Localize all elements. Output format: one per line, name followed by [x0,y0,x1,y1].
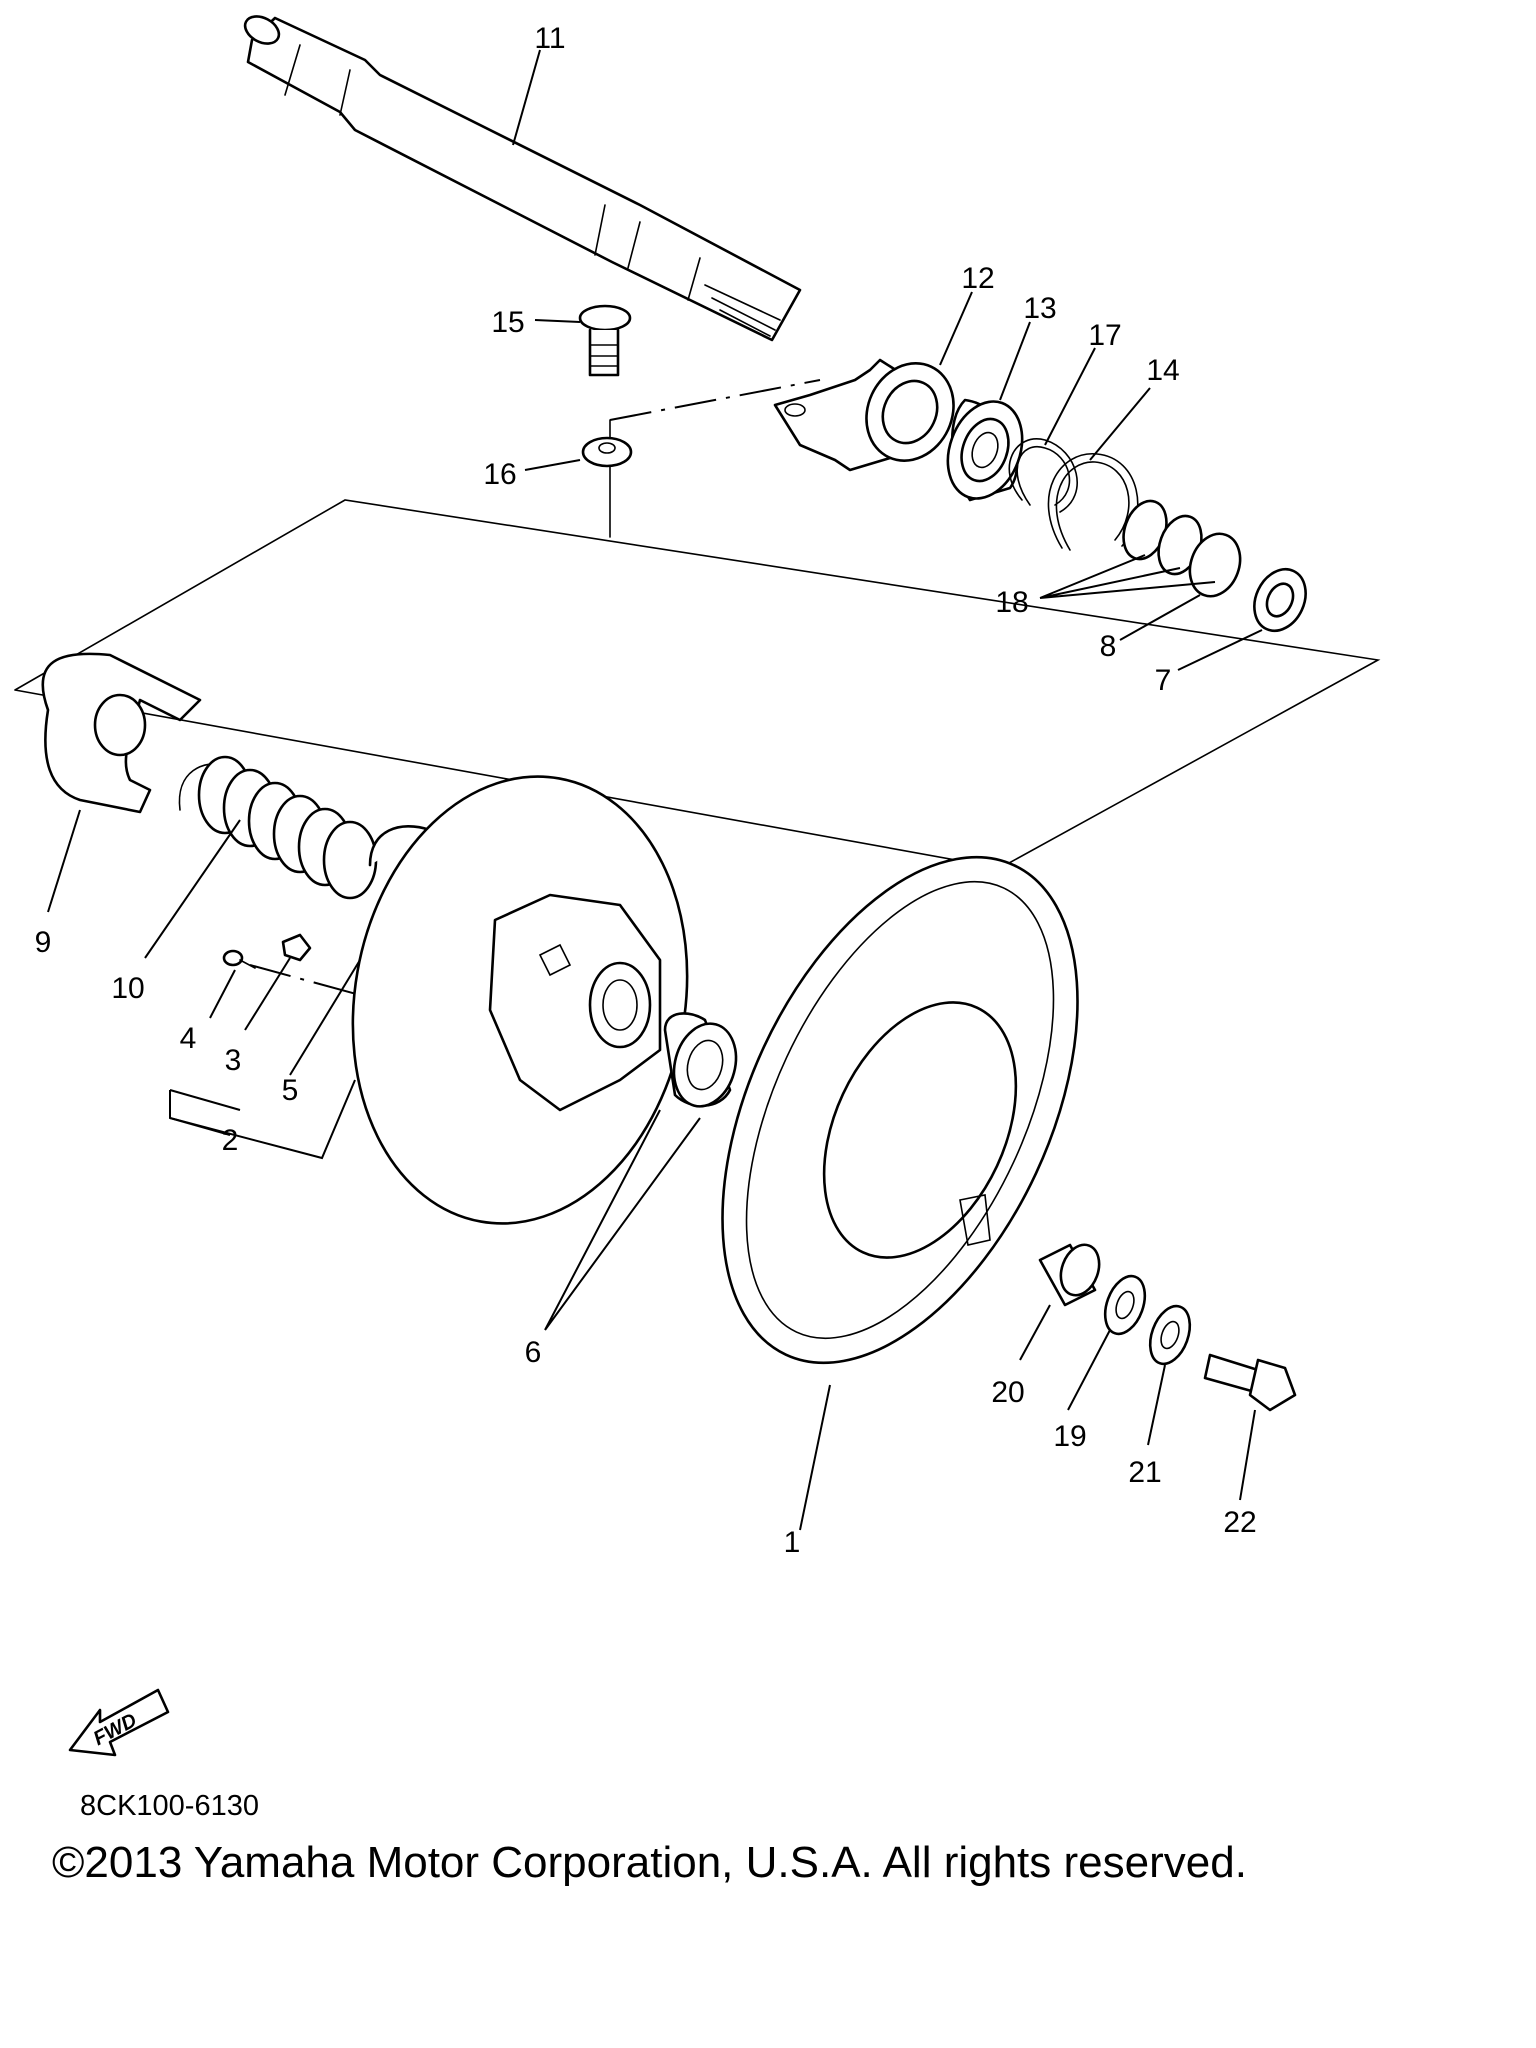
washer-19-drawing [1103,1274,1147,1336]
washer-7-drawing [1253,567,1307,633]
spring-drawing [178,755,378,900]
ball-bearing-drawing [946,398,1024,502]
part-label-19: 19 [1053,1420,1086,1453]
bolt-15-drawing [578,304,632,377]
part-label-18: 18 [995,586,1028,619]
part-label-10: 10 [111,972,144,1005]
part-label-17: 17 [1088,319,1121,352]
part-label-6: 6 [525,1336,542,1369]
part-label-4: 4 [180,1022,197,1055]
screw-4-drawing [222,949,256,969]
part-label-11: 11 [534,22,565,55]
fixed-sheave-drawing [721,855,1079,1365]
cam-drawing [41,652,202,814]
part-label-12: 12 [961,262,994,295]
washer-21-drawing [1148,1304,1192,1366]
bolt-22-drawing [1203,1353,1297,1412]
forward-arrow-icon: FWD [68,1688,170,1757]
movable-sheave-drawing [351,775,689,1225]
part-label-13: 13 [1023,292,1056,325]
part-label-14: 14 [1146,354,1179,387]
circlip-small-drawing [1008,438,1078,513]
diagram-code: 8CK100-6130 [80,1790,259,1822]
bearing-housing-drawing [773,358,955,472]
part-label-9: 9 [35,926,52,959]
part-label-20: 20 [991,1376,1024,1409]
part-label-16: 16 [483,458,516,491]
spacer-drawing [1038,1243,1101,1307]
part-label-1: 1 [784,1526,801,1559]
shaft-drawing [243,15,802,342]
nut-16-drawing [581,436,633,468]
part-label-15: 15 [491,306,524,339]
part-label-21: 21 [1128,1456,1161,1489]
part-labels: 11 15 16 12 13 17 14 18 8 7 9 10 4 3 5 2… [35,22,1257,1559]
part-label-8: 8 [1100,630,1117,663]
part-label-2: 2 [222,1124,239,1157]
leader-lines [47,49,1263,1531]
part-label-7: 7 [1155,664,1172,697]
bushing-drawing [663,1012,738,1108]
collars-drawing [1122,499,1242,598]
part-label-3: 3 [225,1044,242,1077]
part-label-22: 22 [1223,1506,1256,1539]
slider-3-drawing [281,933,312,962]
copyright-notice: ©2013 Yamaha Motor Corporation, U.S.A. A… [52,1838,1247,1887]
part-label-5: 5 [282,1074,299,1107]
